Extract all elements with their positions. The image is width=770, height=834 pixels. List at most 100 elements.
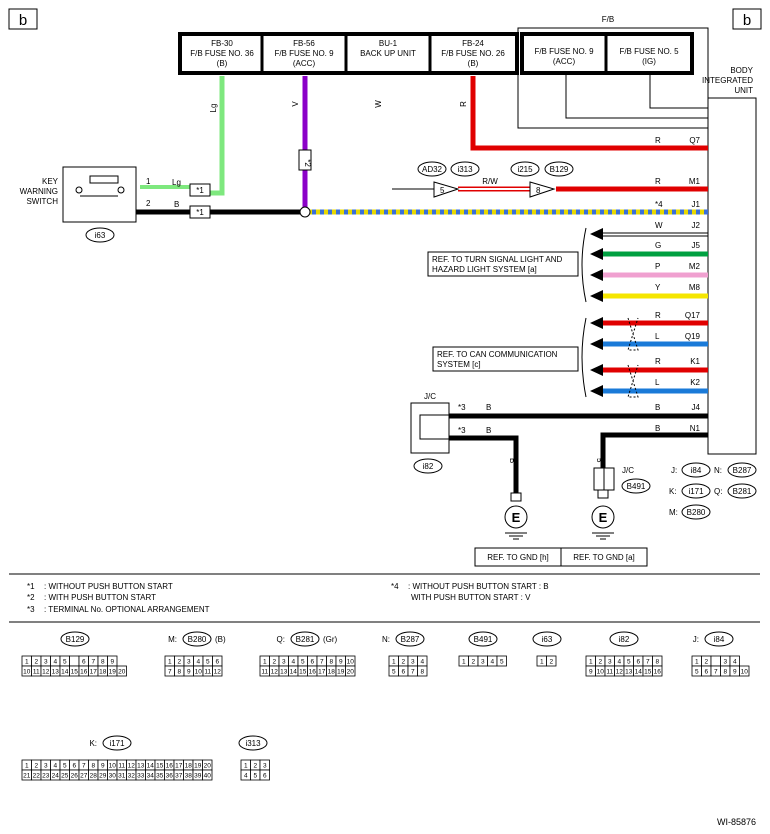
pin-number: 10 <box>195 669 203 676</box>
svg-text:B129: B129 <box>550 165 569 174</box>
svg-text:(B): (B) <box>468 59 479 68</box>
pin-number: 18 <box>99 669 107 676</box>
svg-text:: WITHOUT PUSH BUTTON START :: : WITHOUT PUSH BUTTON START : B <box>408 582 549 591</box>
pin-number: 7 <box>411 669 415 676</box>
svg-text:Lg: Lg <box>172 178 181 187</box>
pin-number: 4 <box>196 659 200 666</box>
pin-number: 9 <box>589 669 593 676</box>
pin-number: 5 <box>63 763 67 770</box>
pin-number: 22 <box>33 773 41 780</box>
svg-text:R/W: R/W <box>482 177 498 186</box>
pin-number: 20 <box>204 763 212 770</box>
svg-text:B: B <box>174 200 179 209</box>
pin-number: 15 <box>644 669 652 676</box>
body-integrated-unit: BODY INTEGRATED UNIT <box>702 66 757 455</box>
svg-text:R: R <box>655 136 661 145</box>
svg-text:Q7: Q7 <box>689 136 700 145</box>
pin-number: 4 <box>420 659 424 666</box>
svg-text:R: R <box>655 311 661 320</box>
svg-text:(ACC): (ACC) <box>293 59 316 68</box>
svg-text:F/B FUSE NO. 26: F/B FUSE NO. 26 <box>441 49 505 58</box>
svg-text:UNIT: UNIT <box>734 86 753 95</box>
svg-text:N:: N: <box>714 466 722 475</box>
pin-number: 1 <box>589 659 593 666</box>
turn-signal-wires: REF. TO TURN SIGNAL LIGHT AND HAZARD LIG… <box>427 227 708 303</box>
svg-text:K:: K: <box>669 487 677 496</box>
pin-number: 11 <box>261 669 268 676</box>
pin-number: 10 <box>597 669 605 676</box>
pin-number: 15 <box>71 669 79 676</box>
pin-number: 17 <box>90 669 98 676</box>
pin-number: 1 <box>462 659 466 666</box>
pin-number: 1 <box>25 763 29 770</box>
connector-name: B129 <box>66 635 85 644</box>
svg-text:BACK UP UNIT: BACK UP UNIT <box>360 49 416 58</box>
svg-text:*2: *2 <box>303 159 312 167</box>
connector-prefix: K: <box>89 739 97 748</box>
pin-number: 3 <box>44 659 48 666</box>
svg-text:i82: i82 <box>423 462 434 471</box>
pin-number: 13 <box>137 763 145 770</box>
pin-number: 12 <box>128 763 136 770</box>
svg-text:L: L <box>655 332 660 341</box>
page-marker-right: b <box>732 8 762 30</box>
pin-number: 3 <box>411 659 415 666</box>
connector-prefix: Q: <box>277 635 285 644</box>
pin-number: 13 <box>625 669 633 676</box>
pin-number: 34 <box>147 773 155 780</box>
pin-number: 15 <box>299 669 307 676</box>
pin-number: 5 <box>63 659 67 666</box>
svg-text:F/B: F/B <box>602 15 614 24</box>
connector-name: B287 <box>401 635 420 644</box>
svg-text:K2: K2 <box>690 378 700 387</box>
pin-number: 9 <box>101 763 105 770</box>
svg-text:J:: J: <box>671 466 677 475</box>
svg-text:: WITHOUT PUSH BUTTON START: : WITHOUT PUSH BUTTON START <box>44 582 173 591</box>
svg-text:F/B FUSE NO. 36: F/B FUSE NO. 36 <box>190 49 254 58</box>
pin-number: 6 <box>215 659 219 666</box>
svg-text:E: E <box>599 510 608 525</box>
svg-text:*1: *1 <box>27 582 35 591</box>
pin-number: 1 <box>392 659 396 666</box>
pin-number: 13 <box>280 669 288 676</box>
pin-number: 3 <box>187 659 191 666</box>
pin-number: 4 <box>733 659 737 666</box>
pin-number: 6 <box>401 669 405 676</box>
svg-text:B280: B280 <box>687 508 706 517</box>
svg-text:P: P <box>655 262 660 271</box>
svg-text:FB-30: FB-30 <box>211 39 233 48</box>
svg-text:B: B <box>655 424 660 433</box>
svg-text:KEY: KEY <box>42 177 59 186</box>
pin-number: 1 <box>168 659 172 666</box>
svg-text:BU-1: BU-1 <box>379 39 398 48</box>
fuse-box-top: FB-30 F/B FUSE NO. 36 (B) FB-56 F/B FUSE… <box>178 32 519 75</box>
pin-number: 14 <box>290 669 298 676</box>
pin-number: 4 <box>53 763 57 770</box>
svg-text:(ACC): (ACC) <box>553 57 576 66</box>
svg-text:BODY: BODY <box>730 66 753 75</box>
svg-text:G: G <box>655 241 661 250</box>
pin-number: 6 <box>82 659 86 666</box>
connector-name: i84 <box>714 635 725 644</box>
pin-number: 3 <box>44 763 48 770</box>
pin-number: 8 <box>420 669 424 676</box>
pin-number: 6 <box>310 659 314 666</box>
svg-text:K1: K1 <box>690 357 700 366</box>
pin-number: 12 <box>214 669 222 676</box>
can-wires: REF. TO CAN COMMUNICATION SYSTEM [c] <box>432 317 708 398</box>
pin-number: 10 <box>23 669 31 676</box>
pin-number: 6 <box>704 669 708 676</box>
pin-number: 31 <box>118 773 126 780</box>
svg-text:J4: J4 <box>692 403 701 412</box>
svg-text:REF. TO GND [h]: REF. TO GND [h] <box>487 553 549 562</box>
pin-number: 12 <box>616 669 624 676</box>
svg-text:B491: B491 <box>627 482 646 491</box>
connector-prefix: J: <box>693 635 699 644</box>
svg-text:*2: *2 <box>27 593 35 602</box>
pin-number: 27 <box>80 773 88 780</box>
svg-text:(IG): (IG) <box>642 57 656 66</box>
svg-text:5: 5 <box>440 186 445 195</box>
